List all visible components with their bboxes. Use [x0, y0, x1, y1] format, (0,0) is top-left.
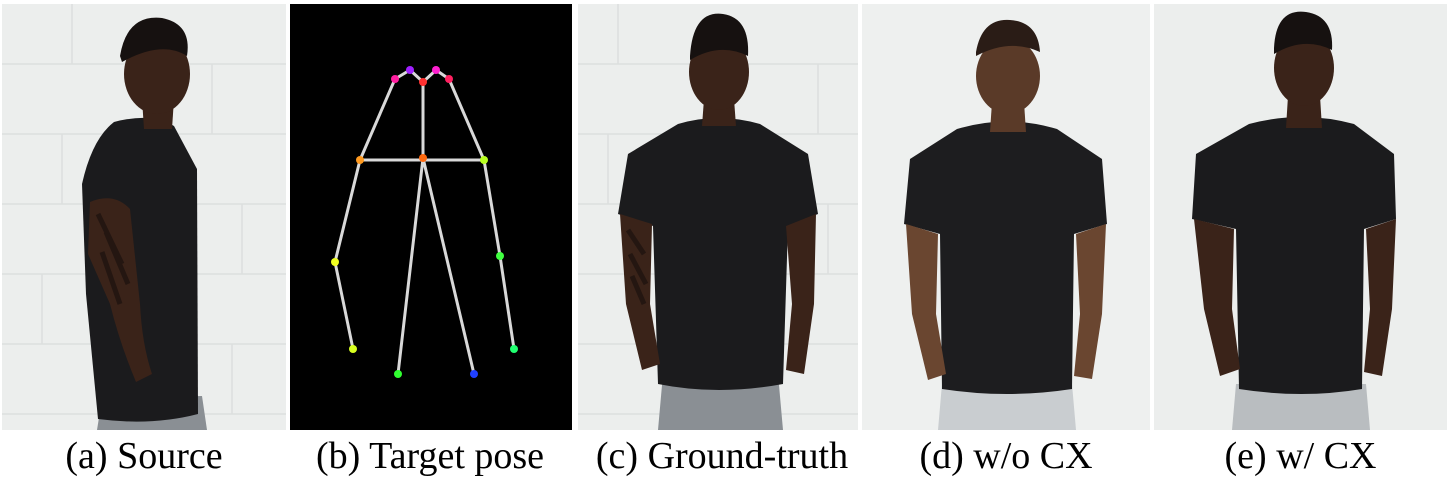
caption-c: (c) Ground-truth — [595, 435, 849, 477]
panel-c-ground-truth-image — [578, 4, 858, 430]
panel-a-source-image — [2, 4, 286, 430]
caption-e: (e) w/ CX — [1224, 435, 1377, 477]
with-cx-photo — [1154, 4, 1447, 430]
source-photo — [2, 4, 286, 430]
panel-d-without-cx-image — [862, 4, 1150, 430]
without-cx-photo — [862, 4, 1150, 430]
panel-b-target-pose-image — [290, 4, 572, 430]
ground-truth-photo — [578, 4, 858, 430]
caption-d: (d) w/o CX — [919, 435, 1093, 477]
pose-skeleton — [290, 4, 572, 430]
caption-a: (a) Source — [65, 435, 223, 477]
panel-e-with-cx-image — [1154, 4, 1447, 430]
caption-b: (b) Target pose — [315, 435, 545, 477]
